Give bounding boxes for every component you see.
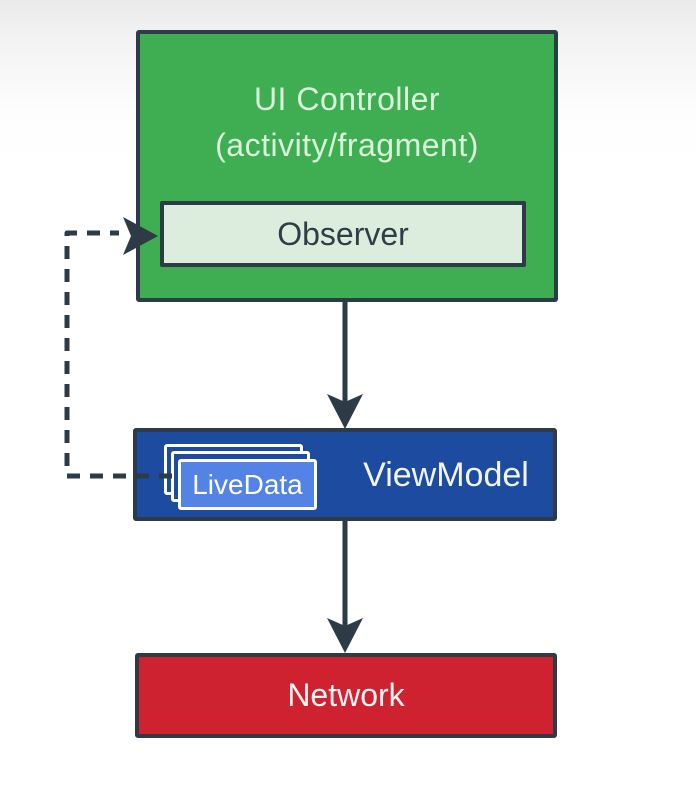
livedata-label: LiveData xyxy=(192,468,303,500)
node-observer: Observer xyxy=(160,201,526,267)
ui-controller-subtitle: (activity/fragment) xyxy=(215,127,479,163)
node-ui-controller: UI Controller (activity/fragment) Observ… xyxy=(136,30,558,302)
node-network: Network xyxy=(135,653,557,738)
observer-label: Observer xyxy=(277,215,409,252)
livedata-card-front: LiveData xyxy=(178,459,317,510)
viewmodel-label: ViewModel xyxy=(363,456,529,494)
arrowhead-down-viewmodel xyxy=(327,394,363,429)
ui-controller-title: UI Controller xyxy=(253,81,441,117)
network-label: Network xyxy=(287,677,405,713)
arrowhead-down-network xyxy=(327,618,363,653)
